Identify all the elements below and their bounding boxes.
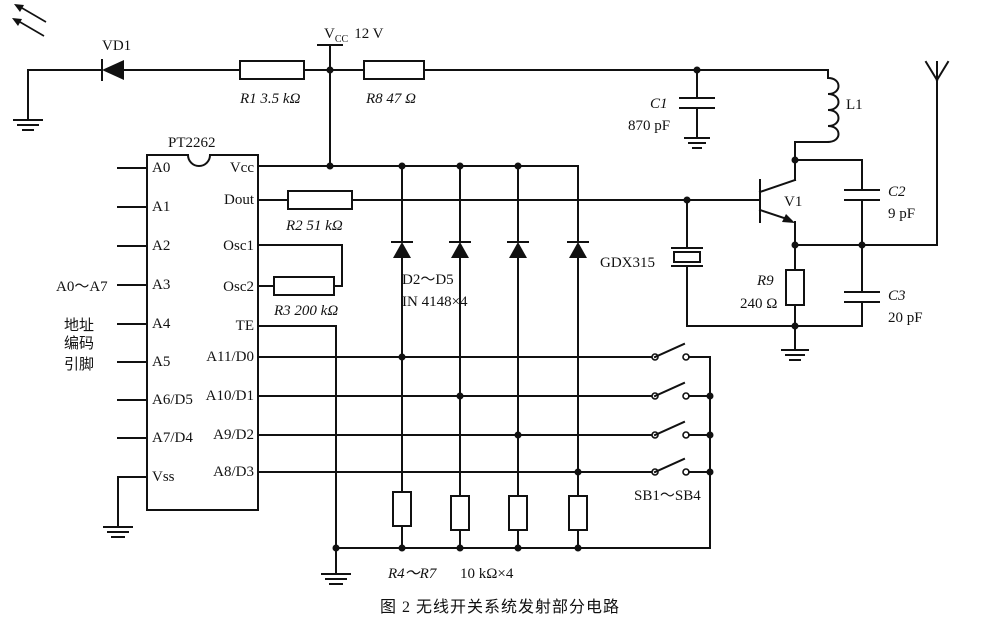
ic-pin-label: Osc2 xyxy=(223,279,254,295)
ic-name: PT2262 xyxy=(168,135,216,151)
ic-pin-label: Dout xyxy=(224,192,255,208)
capacitor-c3 xyxy=(844,244,880,327)
junction-d1 xyxy=(456,392,464,400)
junction-vcc-rail xyxy=(326,162,334,170)
ic-pin-label: A10/D1 xyxy=(206,388,254,404)
r8-label: R8 47 Ω xyxy=(365,91,416,107)
l1-label: L1 xyxy=(846,97,863,113)
ic-left-pin-stubs xyxy=(117,167,148,526)
c3-name: C3 xyxy=(888,288,906,304)
switches-sb1-sb4 xyxy=(651,342,714,549)
junction-d2-line xyxy=(514,431,522,439)
junction-rail-te xyxy=(332,544,340,552)
capacitor-c1 xyxy=(679,69,715,149)
ic-pin-label: Vss xyxy=(152,469,175,485)
vd1-label: VD1 xyxy=(102,38,131,54)
inductor-l1 xyxy=(794,69,840,181)
r9-name: R9 xyxy=(756,273,774,289)
ground-vss xyxy=(103,526,133,538)
gdx-label: GDX315 xyxy=(600,255,655,271)
junction-rail-r7 xyxy=(574,544,582,552)
r2-label: R2 51 kΩ xyxy=(285,218,343,234)
r9-value: 240 Ω xyxy=(740,296,777,312)
r3-label: R3 200 kΩ xyxy=(273,303,338,319)
c3-value: 20 pF xyxy=(888,310,923,326)
ic-pin-label: TE xyxy=(236,318,254,334)
ic-right-pin-labels: Vcc Dout Osc1 Osc2 TE A11/D0 A10/D1 A9/D… xyxy=(206,160,255,480)
v1-label: V1 xyxy=(784,194,802,210)
capacitor-c2 xyxy=(844,159,880,246)
diodes-label-2: IN 4148×4 xyxy=(402,294,468,310)
ic-pin-label: A5 xyxy=(152,354,170,370)
figure-caption: 图 2 无线开关系统发射部分电路 xyxy=(380,598,620,616)
junction-d3-line xyxy=(574,468,582,476)
junction-d0 xyxy=(398,353,406,361)
junction-rail-r5 xyxy=(456,544,464,552)
junction-rail-r4 xyxy=(398,544,406,552)
light-arrows xyxy=(12,4,47,37)
addr-label-3: 编码 xyxy=(64,335,94,352)
junction-collector xyxy=(791,156,799,164)
ic-pin-label: A8/D3 xyxy=(213,464,254,480)
data-lines xyxy=(257,356,656,473)
r47-label: R4～R7 xyxy=(387,566,438,582)
addr-label-2: 地址 xyxy=(64,317,94,334)
ic-pt2262-body xyxy=(146,154,259,511)
addr-label-4: 引脚 xyxy=(64,356,94,373)
resistor-r1 xyxy=(239,60,305,80)
ground-r9 xyxy=(781,349,809,361)
c2-value: 9 pF xyxy=(888,206,915,222)
saw-resonator-gdx315 xyxy=(671,199,703,327)
c1-name: C1 xyxy=(650,96,668,112)
diodes-d2-d5 xyxy=(391,165,589,497)
ic-pin-label: A7/D4 xyxy=(152,430,193,446)
ic-pin-label: A11/D0 xyxy=(206,349,254,365)
ic-pin-label: A9/D2 xyxy=(213,427,254,443)
diode-vd1 xyxy=(101,59,124,81)
ic-left-pin-labels: A0 A1 A2 A3 A4 A5 A6/D5 A7/D4 Vss xyxy=(152,160,193,485)
ic-pin-label: Vcc xyxy=(230,160,254,176)
ground-te xyxy=(321,573,351,585)
junction-rail-r6 xyxy=(514,544,522,552)
ic-pin-label: A3 xyxy=(152,277,170,293)
addr-label-1: A0～A7 xyxy=(56,279,108,295)
ic-pin-label: Osc1 xyxy=(223,238,254,254)
resistor-r9 xyxy=(785,269,805,306)
ic-pin-label: A0 xyxy=(152,160,170,176)
r47-value: 10 kΩ×4 xyxy=(460,566,514,582)
antenna xyxy=(924,60,950,246)
ic-pin-label: A1 xyxy=(152,199,170,215)
resistor-r3 xyxy=(257,244,343,296)
resistor-r2 xyxy=(287,190,353,210)
r1-label: R1 3.5 kΩ xyxy=(239,91,301,107)
diodes-label-1: D2～D5 xyxy=(402,272,454,288)
c1-value: 870 pF xyxy=(628,118,670,134)
junction-emitter xyxy=(791,241,799,249)
resistor-r8 xyxy=(363,60,425,80)
c2-name: C2 xyxy=(888,184,906,200)
sb-label: SB1～SB4 xyxy=(634,488,701,504)
ic-pin-label: A6/D5 xyxy=(152,392,193,408)
ic-pin-label: A4 xyxy=(152,316,171,332)
resistors-r4-r7 xyxy=(392,491,588,549)
ic-pin-label: A2 xyxy=(152,238,170,254)
ground-left-top xyxy=(13,69,43,131)
